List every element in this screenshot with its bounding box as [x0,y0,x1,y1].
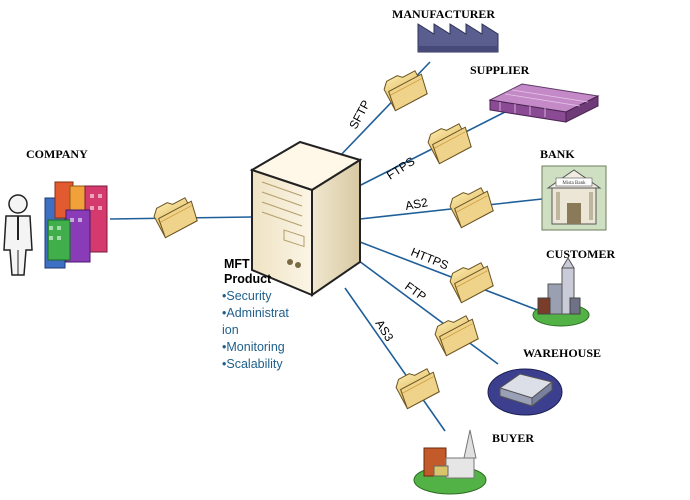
folder-icon-bank [446,181,498,229]
mft-feature-4: •Monitoring [222,340,285,354]
company-icon [3,181,108,276]
customer-city-icon [532,257,590,327]
mft-title-line2: Product [224,272,272,286]
businessman-icon [3,194,33,276]
protocol-label-ftps: FTPS [384,154,417,182]
mft-product-info: MFT Product •Security •Administrat ion •… [222,257,289,371]
mft-feature-5: •Scalability [222,357,283,371]
bank-label: BANK [540,147,575,161]
protocol-label-as2: AS2 [404,195,429,213]
bank-icon: Mista Bank [541,165,607,231]
folder-icon-manufacturer [380,64,432,112]
warehouse-label: WAREHOUSE [523,346,601,360]
connection-lines [109,61,543,432]
buyer-city-icon [413,429,487,495]
folder-icon-buyer [392,362,444,410]
customer-label: CUSTOMER [546,247,615,261]
buyer-label: BUYER [492,431,534,445]
line-warehouse [354,257,499,365]
server-icon [249,140,363,297]
folder-icon-supplier [424,117,476,165]
line-customer [359,241,541,312]
warehouse-building-icon [488,83,600,123]
folder-icon-company [150,191,202,239]
manufacturer-label: MANUFACTURER [392,7,495,21]
mft-feature-1: •Security [222,289,272,303]
mft-feature-3: ion [222,323,239,337]
bank-sign: Mista Bank [562,181,586,186]
mft-title-line1: MFT [224,257,250,271]
warehouse-icon [487,368,563,416]
line-supplier [354,111,506,189]
company-label: COMPANY [26,147,88,161]
line-buyer [344,287,446,432]
folder-icon-warehouse [431,309,483,357]
mft-feature-2: •Administrat [222,306,289,320]
supplier-label: SUPPLIER [470,63,530,77]
folder-icon-customer [446,256,498,304]
buildings-icon [44,181,108,269]
factory-icon [417,23,499,53]
protocol-label-as3: AS3 [372,317,396,344]
protocol-label-ftp: FTP [402,279,429,304]
